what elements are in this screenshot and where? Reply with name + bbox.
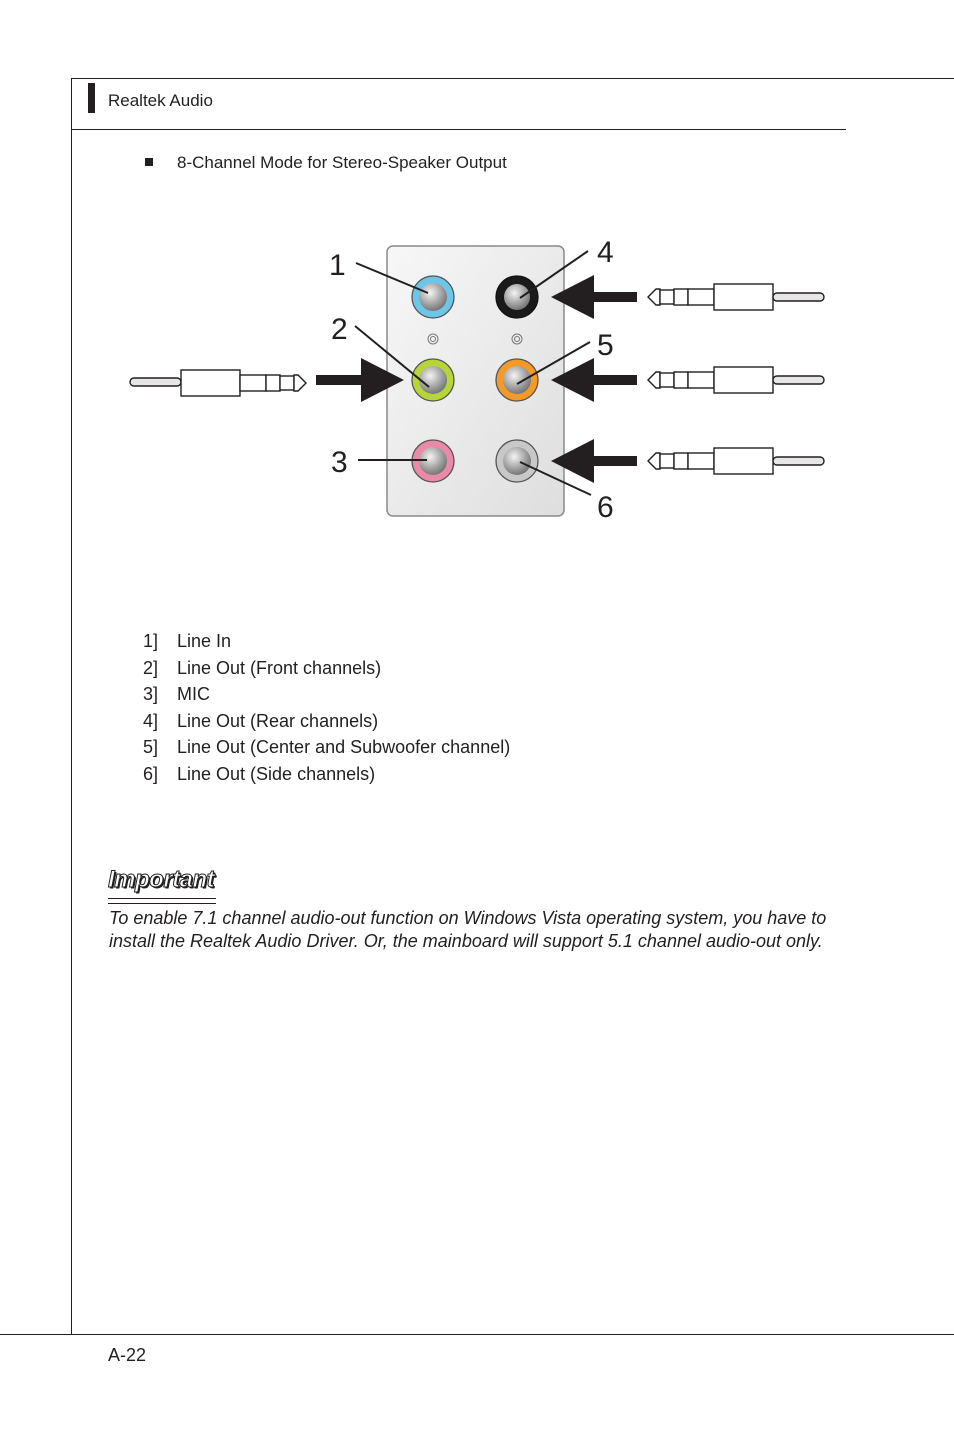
list-item-number: 6] — [143, 763, 159, 784]
header-title: Realtek Audio — [108, 91, 213, 110]
header-accent-bar — [88, 83, 95, 113]
leader-line-5 — [516, 341, 591, 385]
list-item: 6] Line Out (Side channels) — [143, 762, 510, 789]
important-note-text: To enable 7.1 channel audio-out function… — [109, 908, 827, 951]
leader-line-2 — [354, 325, 430, 388]
arrow-into-jack-5 — [551, 358, 637, 402]
list-item-label: Line Out (Center and Subwoofer channel) — [177, 737, 511, 757]
audio-plug-right-bottom — [647, 447, 825, 475]
panel-marker-right — [511, 333, 523, 345]
arrow-into-jack-2 — [316, 358, 404, 402]
leader-line-6 — [519, 461, 592, 496]
panel-marker-left — [427, 333, 439, 345]
list-item-label: Line Out (Side channels) — [177, 763, 376, 784]
list-item-label: MIC — [177, 684, 210, 704]
important-heading-underline — [108, 898, 216, 904]
callout-3: 3 — [331, 446, 348, 479]
list-item-number: 4] — [143, 710, 159, 731]
jack-6-side-out — [495, 439, 539, 483]
header-bottom-rule — [71, 129, 846, 130]
arrow-into-jack-4 — [551, 275, 637, 319]
section-title: 8-Channel Mode for Stereo-Speaker Output — [177, 153, 507, 172]
leader-line-4 — [519, 250, 589, 299]
jack-5-center-sub-out — [495, 358, 539, 402]
list-item: 5] Line Out (Center and Subwoofer channel… — [143, 735, 510, 762]
important-heading: Important — [107, 866, 215, 894]
list-item-label: Line Out (Rear channels) — [177, 710, 379, 731]
audio-jack-diagram: 1 2 3 4 5 6 — [129, 236, 825, 524]
list-item-number: 1] — [143, 631, 159, 651]
section-bullet-icon — [145, 158, 153, 166]
list-item-number: 3] — [143, 684, 159, 704]
page-frame-left-rule — [71, 78, 72, 1335]
list-item: 1] Line In — [143, 629, 510, 656]
jack-legend-list: 1] Line In 2] Line Out (Front channels) 3]… — [143, 629, 510, 788]
callout-2: 2 — [331, 313, 348, 346]
audio-plug-left — [129, 369, 307, 397]
list-item: 2] Line Out (Front channels) — [143, 656, 510, 683]
jack-2-front-out — [411, 358, 455, 402]
jack-3-mic — [411, 439, 455, 483]
callout-1: 1 — [329, 249, 346, 282]
audio-plug-right-middle — [647, 366, 825, 394]
audio-plug-right-top — [647, 283, 825, 311]
list-item: 4] Line Out (Rear channels) — [143, 709, 510, 736]
leader-line-1 — [355, 262, 429, 294]
page-frame-top-rule — [71, 78, 954, 79]
jack-4-rear-out — [495, 275, 539, 319]
page-number: A-22 — [108, 1345, 147, 1365]
callout-5: 5 — [597, 329, 614, 362]
callout-6: 6 — [597, 491, 614, 524]
list-item-number: 5] — [143, 737, 159, 757]
list-item-label: Line In — [177, 631, 232, 651]
page-frame-bottom-rule — [0, 1334, 954, 1335]
list-item-label: Line Out (Front channels) — [177, 657, 382, 678]
list-item-number: 2] — [143, 657, 159, 678]
arrow-into-jack-6 — [551, 439, 637, 483]
list-item: 3] MIC — [143, 682, 510, 709]
callout-4: 4 — [597, 236, 614, 269]
jack-1-line-in — [411, 275, 455, 319]
